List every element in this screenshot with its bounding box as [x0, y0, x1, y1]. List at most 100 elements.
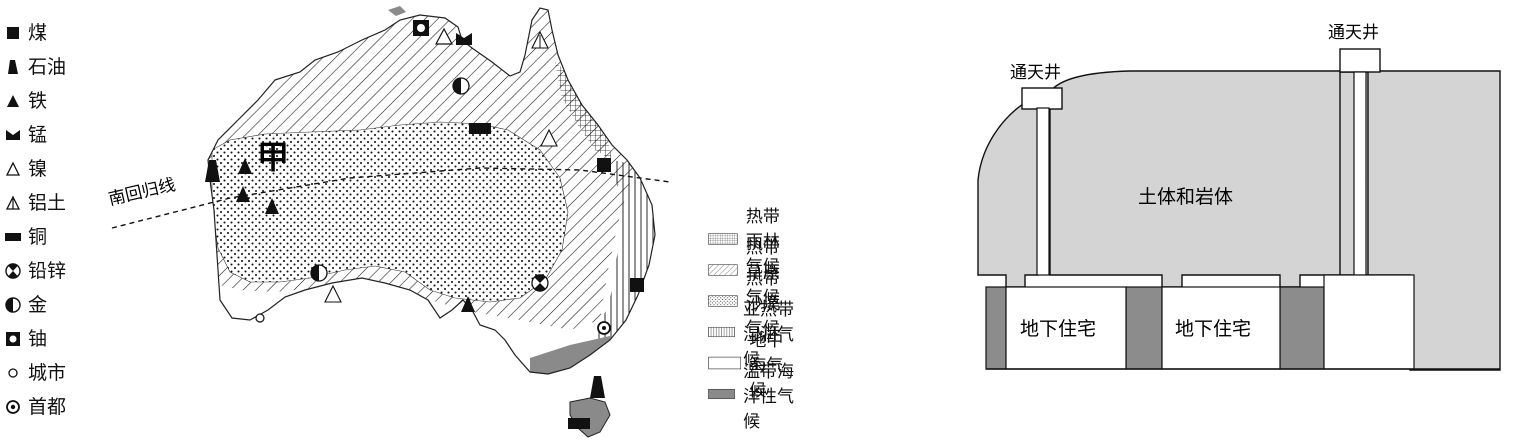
nickel-icon: [435, 27, 453, 45]
legend-item-coal: 煤: [4, 18, 47, 48]
skylight-right-label: 通天井: [1328, 23, 1379, 43]
tropic-label: 南回归线: [107, 175, 178, 210]
iron-icon: [461, 296, 475, 312]
lead-zinc-icon: [5, 263, 21, 279]
skylight-left-cap: [1021, 87, 1063, 110]
climate-label: 地中海气候: [749, 330, 784, 401]
climate-legend-item: 温带海洋性气候: [708, 362, 795, 432]
legend-item-lead-zinc: 铅锌: [4, 256, 66, 286]
rainforest-swatch: [708, 233, 738, 245]
uranium-icon: [413, 20, 429, 36]
climate-label: 亚热带湿润气候: [743, 299, 795, 370]
dwelling-section: 通天井 通天井 土体和岩体 地下住宅 地下住宅: [977, 23, 1501, 371]
city-icon: [255, 313, 265, 323]
oil-icon: [590, 376, 605, 398]
subtropical-swatch: [708, 326, 735, 338]
legend-item-city: 城市: [4, 358, 66, 388]
australia-map: 南回归线 甲: [107, 6, 671, 438]
pillar: [1279, 286, 1325, 370]
capital-icon: [6, 400, 20, 414]
legend-item-uranium: 铀: [4, 324, 47, 354]
iron-icon: [265, 198, 279, 214]
oil-icon: [205, 160, 220, 182]
coal-icon: [7, 27, 19, 39]
soil-rock-body: [977, 70, 1501, 371]
legend-item-gold: 金: [4, 290, 47, 320]
copper-icon: [469, 123, 491, 134]
manganese-icon: [456, 33, 472, 45]
room-right: [1323, 274, 1415, 370]
legend-item-copper: 铜: [4, 222, 47, 252]
oil-icon: [8, 60, 18, 74]
climate-label: 热带草原气候: [745, 237, 780, 308]
iron-icon: [7, 95, 19, 107]
nickel-icon: [324, 284, 342, 303]
legend-item-bauxite: 铝土: [4, 188, 66, 218]
desert-swatch: [708, 295, 738, 307]
legend-label: 石油: [28, 55, 67, 78]
skylight-left-label: 通天井: [1010, 63, 1061, 83]
lead-zinc-icon: [531, 274, 549, 292]
room-1: [1005, 286, 1127, 370]
legend-item-manganese: 锰: [4, 120, 47, 150]
coal-icon: [630, 278, 644, 292]
skylight-right-shaft: [1353, 71, 1367, 276]
climate-label: 热带沙漠气候: [745, 268, 780, 339]
climate-label: 温带海洋性气候: [743, 361, 795, 432]
bauxite-icon: [531, 30, 549, 49]
legend-item-nickel: 镍: [4, 154, 47, 184]
climate-legend-item: 热带草原气候: [708, 238, 795, 308]
climate-legend-item: 地中海气候: [708, 331, 795, 401]
desert-zone: [211, 121, 569, 303]
mediterranean-swatch: [708, 356, 742, 370]
pillar: [1125, 286, 1163, 370]
legend-label: 金: [28, 293, 48, 316]
marker-jia: 甲: [257, 138, 289, 176]
temperate-oceanic-swatch: [708, 388, 735, 400]
gold-icon: [5, 297, 21, 313]
manganese-icon: [6, 130, 20, 140]
iron-icon: [236, 186, 250, 202]
legend-label: 铝土: [28, 191, 67, 214]
legend-label: 铀: [28, 327, 48, 350]
legend-item-capital: 首都: [4, 392, 66, 422]
climate-label: 热带雨林气候: [745, 206, 780, 277]
legend-label: 煤: [28, 21, 48, 44]
savanna-swatch: [708, 264, 738, 276]
nickel-icon: [5, 161, 21, 176]
pillar: [985, 286, 1007, 370]
gold-icon: [310, 264, 328, 282]
legend-item-oil: 石油: [4, 52, 66, 82]
city-icon: [8, 368, 18, 378]
copper-icon: [5, 233, 21, 241]
skylight-right-cap: [1339, 48, 1381, 73]
legend-label: 铜: [28, 225, 48, 248]
legend-label: 锰: [28, 123, 48, 146]
legend-label: 铁: [28, 89, 48, 112]
coal-icon: [597, 158, 611, 172]
copper-icon: [568, 418, 590, 429]
climate-legend-item: 亚热带湿润气候: [708, 300, 795, 370]
legend-label: 镍: [28, 157, 48, 180]
bauxite-icon: [5, 195, 21, 210]
legend-item-iron: 铁: [4, 86, 47, 116]
climate-legend-item: 热带沙漠气候: [708, 269, 795, 339]
tropic-line: [111, 167, 671, 229]
island-north: [388, 6, 406, 16]
legend-label: 首都: [28, 395, 67, 418]
skylight-left-shaft: [1036, 107, 1050, 276]
room-2-label: 地下住宅: [1175, 318, 1251, 340]
capital-icon: [597, 321, 611, 335]
uranium-icon: [6, 332, 20, 346]
climate-legend-item: 热带雨林气候: [708, 207, 795, 277]
room-1-label: 地下住宅: [1020, 318, 1096, 340]
gold-icon: [452, 77, 470, 95]
rainforest-zone: [555, 62, 612, 160]
nickel-icon: [540, 128, 558, 147]
legend-label: 铅锌: [28, 259, 67, 282]
soil-rock-label: 土体和岩体: [1138, 186, 1233, 208]
map-symbols: [205, 20, 644, 429]
legend-label: 城市: [28, 361, 67, 384]
iron-icon: [238, 158, 252, 174]
tasmania: [569, 397, 611, 438]
